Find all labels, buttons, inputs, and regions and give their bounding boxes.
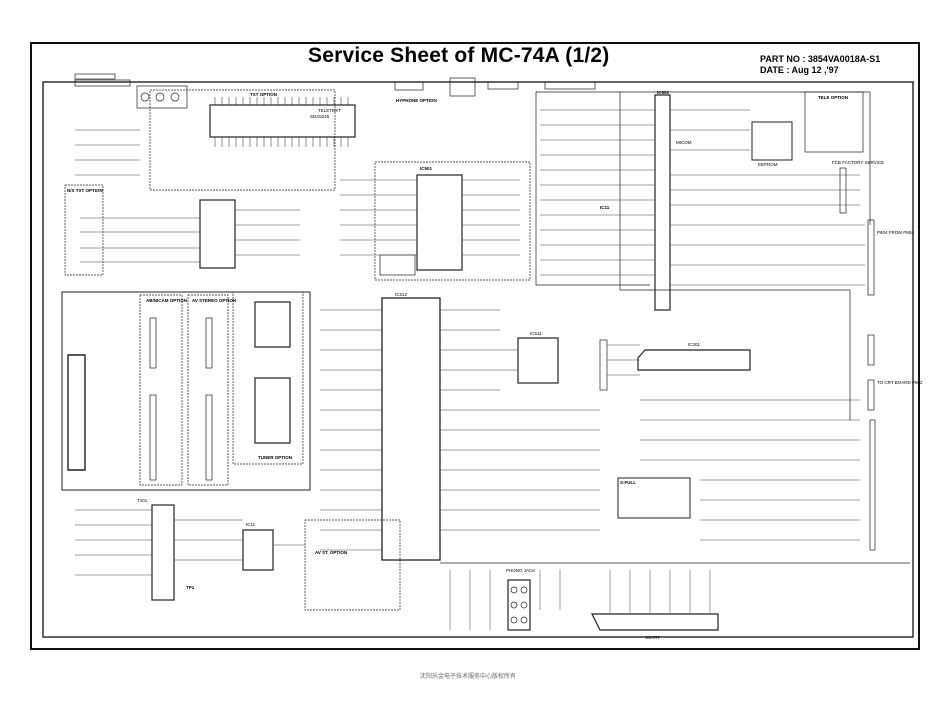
ab-nicam-option-box bbox=[139, 294, 183, 486]
txt-option-box bbox=[149, 89, 336, 191]
fcb-connector bbox=[839, 167, 847, 214]
sheet-date: DATE : Aug 12 ,'97 bbox=[760, 65, 839, 75]
ic501-table bbox=[379, 254, 416, 276]
ic-tuner-bottom bbox=[254, 377, 291, 444]
p804-connector bbox=[867, 219, 875, 296]
ic501 bbox=[416, 174, 463, 271]
s-full-label: S-FULL bbox=[620, 480, 636, 485]
teletext-pins bbox=[214, 97, 349, 147]
tele-option-label: TELE OPTION bbox=[818, 95, 849, 100]
crt-connector-2 bbox=[867, 379, 875, 411]
p502b-connector bbox=[205, 317, 213, 369]
p502a-connector bbox=[149, 317, 157, 369]
bus-line bbox=[619, 92, 851, 420]
copyright-footer: 沈阳乐金电子技术服务中心版权所有 bbox=[420, 673, 517, 680]
phono-jack bbox=[507, 579, 531, 631]
p804-label: P804 FROM P804 bbox=[877, 230, 914, 235]
schematic-frame bbox=[30, 42, 920, 650]
txt-option-label: TXT OPTION bbox=[250, 92, 277, 97]
av-stereo-option-box bbox=[187, 294, 229, 486]
ic501-area bbox=[374, 161, 531, 281]
p501a-connector bbox=[149, 394, 157, 481]
eeprom-ic bbox=[751, 121, 793, 161]
fbt-connector bbox=[869, 419, 876, 551]
wires bbox=[75, 109, 865, 630]
t101 bbox=[151, 504, 175, 601]
s-full-box bbox=[617, 477, 691, 519]
inner-border bbox=[42, 81, 914, 638]
teletext-label: TELETEXT bbox=[318, 108, 341, 113]
part-number: PART NO : 3854VA0018A-S1 bbox=[760, 54, 881, 64]
av-region bbox=[61, 291, 311, 491]
connector-top-left bbox=[74, 73, 116, 80]
phono-jack-label: PHONO JACK bbox=[506, 568, 536, 573]
ic512 bbox=[381, 297, 441, 561]
ic511-label: IC511 bbox=[530, 331, 542, 336]
crt-board-label: TO CRT BOARD P802 bbox=[877, 380, 923, 385]
teletext-part-label: SDA5245 bbox=[310, 114, 330, 119]
ab-nicam-option-label: AB/NICAM OPTION bbox=[146, 298, 187, 303]
jack-block bbox=[136, 85, 188, 109]
p811-connector bbox=[449, 77, 476, 97]
ic11b bbox=[242, 529, 274, 571]
t101-label: T101 bbox=[137, 498, 148, 503]
eeprom-label: EEPROM bbox=[758, 162, 778, 167]
ic-left-middle bbox=[199, 199, 236, 269]
teletext-ic bbox=[209, 104, 356, 138]
sheet-title: Service Sheet of MC-74A (1/2) bbox=[308, 44, 610, 67]
tuner-option-label: TUNER OPTION bbox=[258, 455, 293, 460]
tp1-label: TP1 bbox=[186, 585, 195, 590]
p4-connector bbox=[487, 81, 519, 90]
ic301 bbox=[637, 349, 751, 371]
ic11b-label: IC11 bbox=[246, 522, 256, 527]
ic-tuner-top bbox=[254, 301, 291, 348]
scart-connector bbox=[591, 613, 719, 631]
tuner-option-box bbox=[232, 291, 304, 465]
ic502-label: IC502 bbox=[657, 90, 670, 95]
av-stereo-option-label: AV STEREO OPTION bbox=[192, 298, 237, 303]
ic501-label: IC501 bbox=[420, 166, 433, 171]
tele-option-box bbox=[804, 91, 864, 153]
part-info: PART NO : 3854VA0018A-S1 DATE : Aug 12 ,… bbox=[760, 54, 880, 76]
ic301-label: IC301 bbox=[688, 342, 701, 347]
p2-connector bbox=[544, 81, 596, 90]
jack bbox=[140, 92, 150, 102]
scart-label: SCART bbox=[645, 635, 661, 640]
non-txt-option-label: N/S TXT OPTION bbox=[67, 188, 103, 193]
ic11-label: IC11 bbox=[600, 205, 610, 210]
hyphone-option-label: HYPHONE OPTION bbox=[396, 98, 437, 103]
p501c-connector bbox=[599, 339, 608, 391]
non-txt-option-box bbox=[64, 184, 104, 276]
micom-label: MICOM bbox=[676, 140, 692, 145]
crt-connector-1 bbox=[867, 334, 875, 366]
micom-ic bbox=[654, 94, 671, 311]
av-st-option-box bbox=[304, 519, 401, 611]
hyphone-connector bbox=[394, 81, 424, 91]
tuner-bracket bbox=[67, 354, 86, 471]
micom-area bbox=[535, 91, 871, 286]
connector-top-left-2 bbox=[74, 79, 131, 87]
av-st-option-label: AV ST. OPTION bbox=[315, 550, 348, 555]
ic512-label: IC512 bbox=[395, 292, 408, 297]
fcb-label: FCB FACTORY SERVICE bbox=[832, 160, 885, 165]
ic511 bbox=[517, 337, 559, 384]
p501b-connector bbox=[205, 394, 213, 481]
